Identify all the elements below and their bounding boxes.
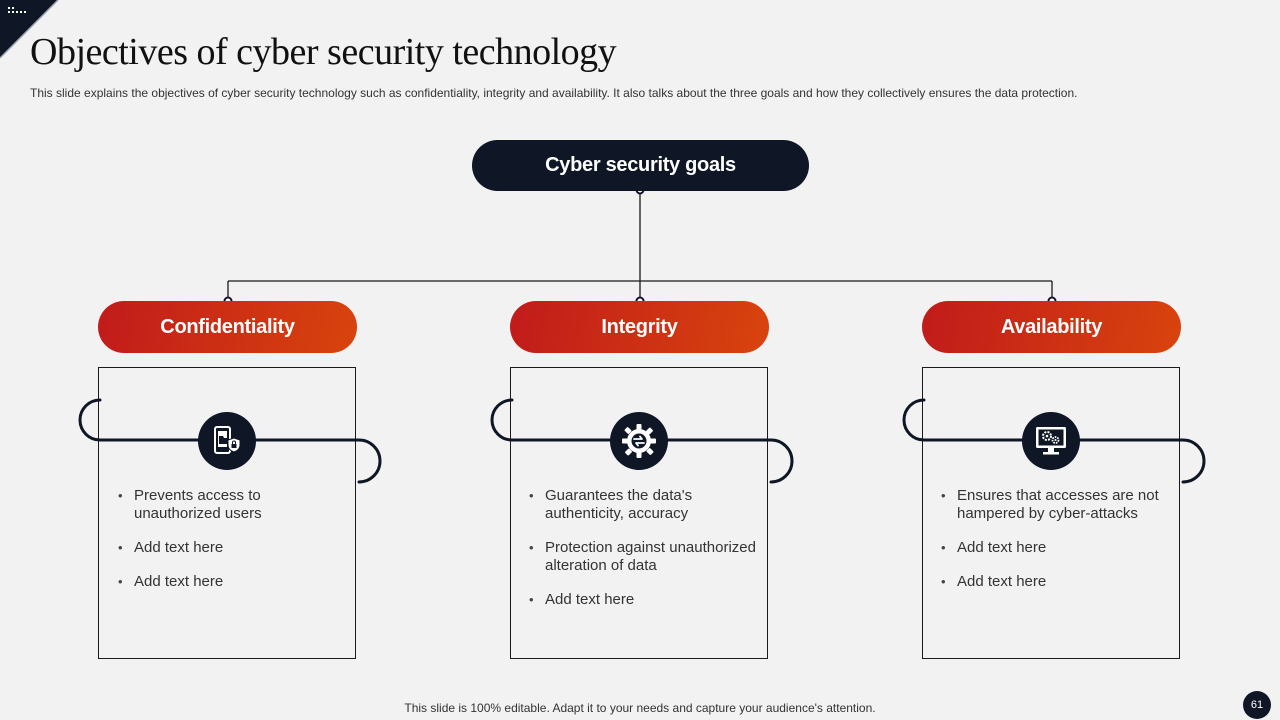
integrity-bullet-list: Guarantees the data's authenticity, accu… [525, 487, 757, 625]
list-item: Prevents access to unauthorized users [114, 487, 346, 523]
list-item: Add text here [937, 539, 1169, 557]
root-goal-pill: Cyber security goals [472, 140, 809, 191]
goal-label: Integrity [601, 315, 678, 338]
monitor-gears-icon [1022, 412, 1080, 470]
root-goal-label: Cyber security goals [545, 154, 736, 176]
availability-bullet-list: Ensures that accesses are not hampered b… [937, 487, 1169, 607]
list-item: Add text here [114, 539, 346, 557]
mobile-lock-icon [198, 412, 256, 470]
goal-pill-confidentiality: Confidentiality [98, 301, 357, 353]
goal-pill-integrity: Integrity [510, 301, 769, 353]
list-item: Guarantees the data's authenticity, accu… [525, 487, 757, 523]
goal-pill-availability: Availability [922, 301, 1181, 353]
page-subtitle: This slide explains the objectives of cy… [30, 86, 1078, 100]
footer-note: This slide is 100% editable. Adapt it to… [404, 701, 876, 715]
corner-decoration [0, 0, 59, 59]
list-item: Add text here [114, 573, 346, 591]
list-item: Add text here [525, 591, 757, 609]
list-item: Ensures that accesses are not hampered b… [937, 487, 1169, 523]
confidentiality-bullet-list: Prevents access to unauthorized users Ad… [114, 487, 346, 607]
list-item: Add text here [937, 573, 1169, 591]
goal-label: Confidentiality [160, 315, 295, 338]
page-number-badge: 61 [1243, 691, 1271, 719]
gear-exchange-icon [610, 412, 668, 470]
page-number: 61 [1250, 699, 1264, 711]
page-title: Objectives of cyber security technology [30, 31, 617, 73]
list-item: Protection against unauthorized alterati… [525, 539, 757, 575]
goal-label: Availability [1000, 315, 1103, 338]
